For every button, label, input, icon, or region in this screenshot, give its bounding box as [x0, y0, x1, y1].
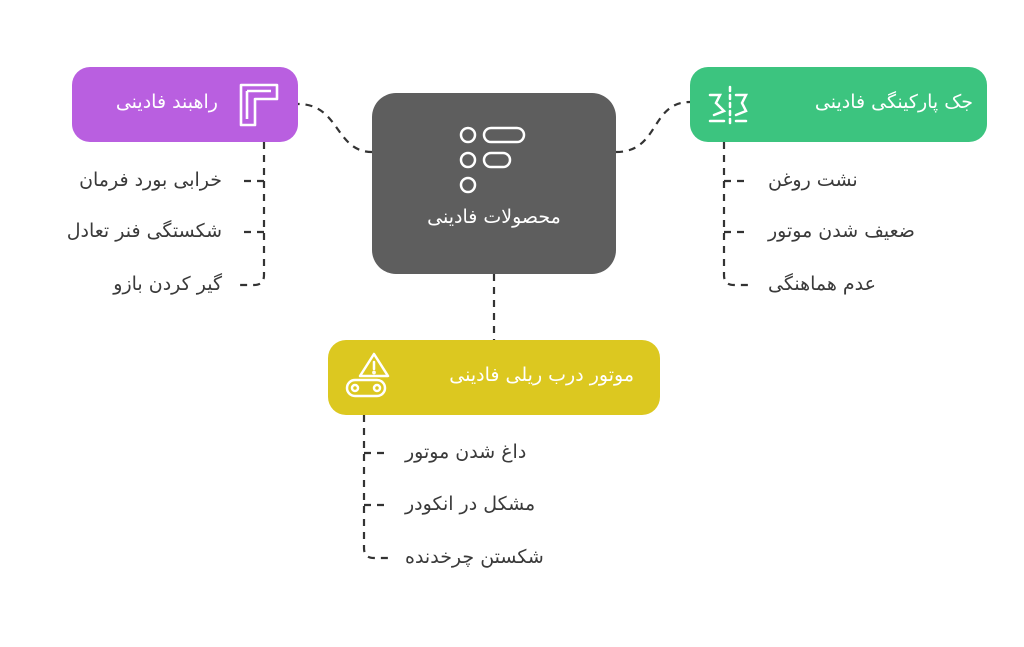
central-node: محصولات فادینی	[372, 93, 616, 274]
jack-title: جک پارکینگی فادینی	[814, 91, 973, 113]
scissor-lift-icon	[708, 85, 749, 125]
central-title: محصولات فادینی	[427, 206, 561, 228]
barrier-item-2: شکستگی فنر تعادل	[66, 220, 222, 242]
barrier-node: راهبند فادینی	[72, 67, 298, 142]
barrier-item-3: گیر کردن بازو	[113, 273, 222, 295]
jack-item-3: عدم هماهنگی	[768, 273, 876, 295]
warning-conveyor-icon	[345, 352, 390, 398]
rail-title: موتور درب ریلی فادینی	[449, 364, 634, 386]
jack-item-1: نشت روغن	[768, 169, 858, 191]
rail-item-3: شکستن چرخدنده	[405, 546, 544, 568]
barrier-title: راهبند فادینی	[115, 91, 218, 113]
jack-item-2: ضعیف شدن موتور	[768, 220, 915, 242]
list-icon	[459, 126, 526, 194]
rail-node: موتور درب ریلی فادینی	[328, 340, 660, 415]
barrier-item-1: خرابی بورد فرمان	[79, 169, 222, 191]
barrier-gate-icon	[239, 83, 279, 127]
rail-item-2: مشکل در انکودر	[405, 493, 536, 515]
rail-item-1: داغ شدن موتور	[405, 441, 527, 463]
jack-node: جک پارکینگی فادینی	[690, 67, 987, 142]
